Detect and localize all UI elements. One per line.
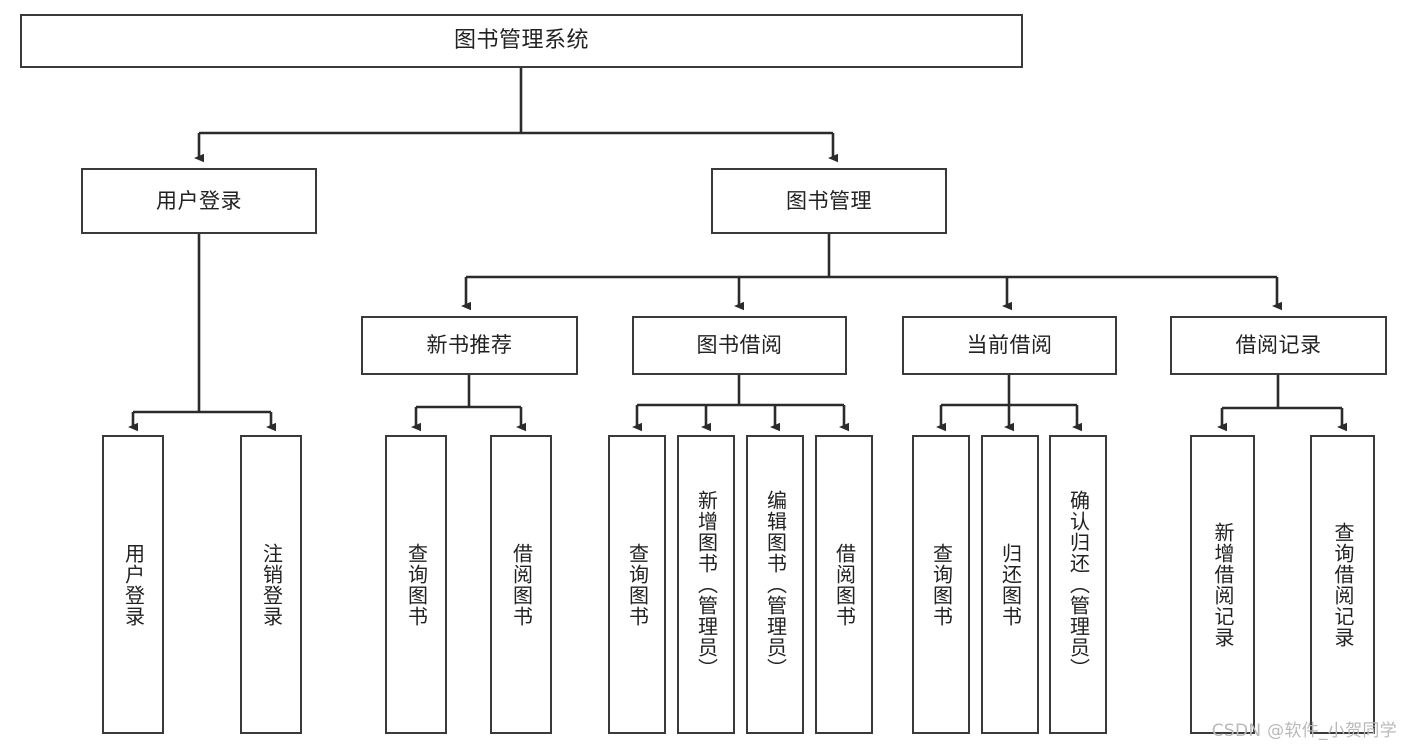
node-label: 用户登录 — [121, 542, 146, 627]
node-leaf-add-record[interactable]: 新增借阅记录 — [1190, 435, 1255, 734]
node-leaf-add-book[interactable]: 新增图书（管理员） — [677, 435, 735, 734]
node-leaf-logout-login[interactable]: 注销登录 — [240, 435, 302, 734]
node-root-system[interactable]: 图书管理系统 — [20, 14, 1023, 68]
node-label: 用户登录 — [156, 188, 242, 213]
node-label: 注销登录 — [259, 542, 284, 627]
node-label: 新书推荐 — [426, 333, 513, 358]
node-leaf-query-book-2[interactable]: 查询图书 — [608, 435, 666, 734]
node-new-book-recommend[interactable]: 新书推荐 — [361, 316, 578, 375]
node-label: 编辑图书（管理员） — [763, 490, 788, 679]
node-label: 借阅图书 — [832, 542, 857, 627]
node-leaf-user-login[interactable]: 用户登录 — [102, 435, 164, 734]
node-label: 新增借阅记录 — [1211, 521, 1235, 648]
node-leaf-query-book-3[interactable]: 查询图书 — [912, 435, 970, 734]
node-leaf-borrow-book-1[interactable]: 借阅图书 — [490, 435, 552, 734]
node-label: 归还图书 — [998, 542, 1023, 627]
node-user-login[interactable]: 用户登录 — [81, 168, 317, 234]
node-label: 图书借阅 — [696, 333, 783, 358]
node-leaf-return-book[interactable]: 归还图书 — [981, 435, 1039, 734]
node-label: 确认归还（管理员） — [1066, 490, 1091, 679]
node-book-management[interactable]: 图书管理 — [711, 168, 947, 234]
node-leaf-edit-book[interactable]: 编辑图书（管理员） — [746, 435, 804, 734]
node-book-borrow[interactable]: 图书借阅 — [632, 316, 847, 375]
node-label: 图书管理系统 — [453, 28, 589, 54]
node-label: 借阅图书 — [509, 542, 534, 627]
node-leaf-query-book-1[interactable]: 查询图书 — [385, 435, 447, 734]
node-current-borrow[interactable]: 当前借阅 — [902, 316, 1117, 375]
node-label: 查询图书 — [929, 542, 954, 627]
node-leaf-confirm-return[interactable]: 确认归还（管理员） — [1049, 435, 1107, 734]
node-label: 查询图书 — [404, 542, 429, 627]
node-label: 借阅记录 — [1235, 333, 1322, 358]
node-leaf-borrow-book-2[interactable]: 借阅图书 — [815, 435, 873, 734]
node-leaf-query-record[interactable]: 查询借阅记录 — [1310, 435, 1375, 734]
node-label: 当前借阅 — [966, 333, 1053, 358]
node-label: 查询借阅记录 — [1331, 521, 1355, 648]
node-borrow-record[interactable]: 借阅记录 — [1170, 316, 1387, 375]
watermark-text: CSDN @软件_小贺同学 — [1211, 721, 1397, 741]
node-label: 新增图书（管理员） — [694, 490, 719, 679]
node-label: 查询图书 — [625, 542, 650, 627]
node-label: 图书管理 — [786, 188, 872, 213]
